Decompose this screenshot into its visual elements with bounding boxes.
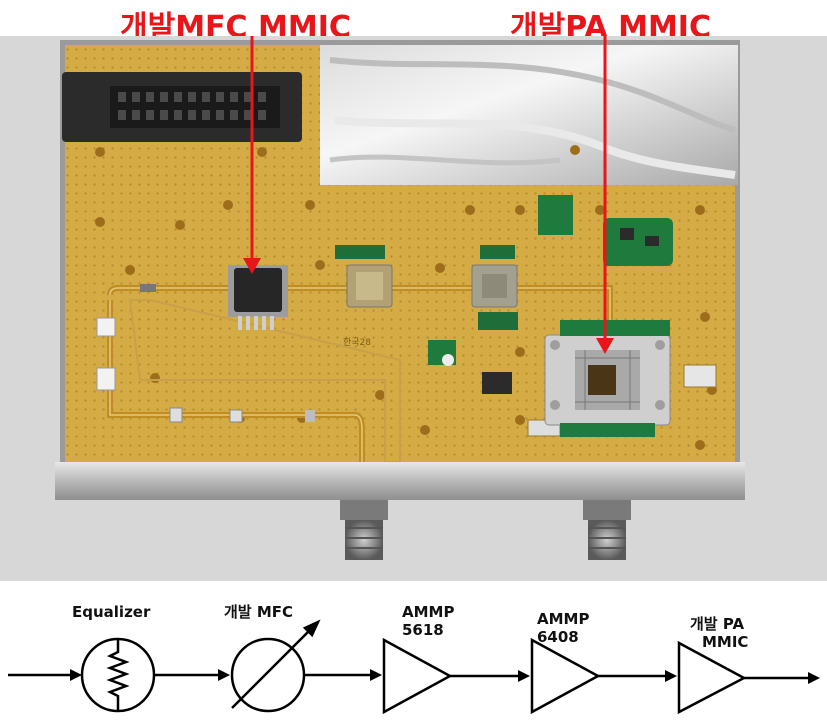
housing-front-bar: [55, 462, 745, 500]
mfc-symbol: [230, 637, 306, 713]
pa-mmic-amplifier: [677, 640, 747, 715]
variable-arrow-icon: [231, 624, 316, 709]
block-diagram: [8, 619, 820, 715]
pa-mmic-label: 개발 PA MMIC: [690, 615, 748, 651]
ammp-5618-label: AMMP 5618: [402, 603, 454, 639]
callout-arrow-mfc: [243, 36, 261, 274]
pa-mmic-label-line1: 개발 PA: [690, 615, 745, 633]
sma-connector-output: [583, 500, 631, 560]
foil-shield: [320, 45, 738, 185]
pa-mmic-label-line2: MMIC: [702, 633, 749, 651]
control-board-1: [538, 195, 573, 235]
ammp-5618-amplifier: [382, 637, 453, 715]
board-photo: 한국28: [0, 36, 827, 581]
ammp-5618-label-line2: 5618: [402, 621, 444, 639]
mfc-mmic-chip: [234, 268, 282, 312]
ammp-6408-label-line1: AMMP: [537, 610, 590, 628]
control-board-2: [603, 218, 673, 266]
ammp-6408-label-line2: 6408: [537, 628, 579, 646]
board-marking: 한국28: [343, 337, 371, 348]
ammp-5618-label-line1: AMMP: [402, 603, 455, 621]
mfc-label: 개발 MFC: [224, 603, 294, 621]
callout-arrow-pa: [596, 36, 614, 354]
pa-mmic-chip: [588, 365, 616, 395]
equalizer-label: Equalizer: [72, 603, 151, 621]
ammp-6408-label: AMMP 6408: [537, 610, 589, 646]
resistor-icon: [106, 640, 130, 710]
sma-connector-input: [340, 500, 388, 560]
ammp-6408-amplifier: [530, 637, 601, 715]
